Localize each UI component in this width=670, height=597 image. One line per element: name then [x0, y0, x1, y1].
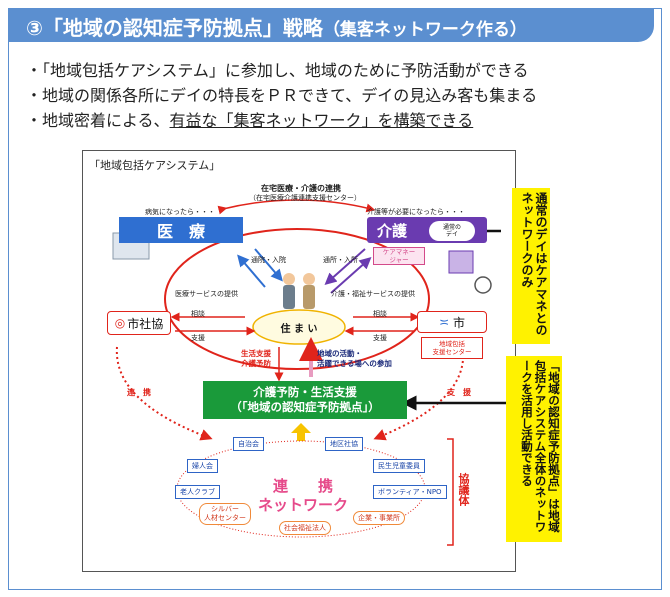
- bullet-3: ・地域密着による、有益な「集客ネットワーク」を構築できる: [26, 108, 537, 133]
- center-box: 介護予防・生活支援 （「地域の認知症予防拠点」）: [203, 381, 407, 419]
- top-subtitle: （在宅医療介護連携支援センター）: [249, 194, 361, 202]
- net-volunteer: ボランティア・NPO: [373, 485, 447, 499]
- tsujo-day-bubble: 通常の デイ: [429, 221, 475, 241]
- care-system-ellipse: [164, 228, 430, 370]
- net-chikushakyo: 地区社協: [325, 437, 363, 451]
- renkei-dotted: [115, 346, 213, 441]
- shi-box: ≍市: [417, 311, 487, 333]
- net-minsei: 民生児童委員: [373, 459, 425, 473]
- katsudo-label: 地域の活動・ 活躍できる場への参加: [317, 349, 392, 368]
- shakyo-label: 市社協: [127, 316, 164, 331]
- diagram-caption: 「地域包括ケアシステム」: [89, 159, 221, 172]
- bullet-list: ・「地域包括ケアシステム」に参加し、地域のために予防活動ができる ・地域の関係各…: [26, 58, 537, 133]
- shakyo-logo-icon: ◎: [114, 316, 126, 330]
- title-bar: [8, 8, 654, 42]
- renkei-label: 連 携: [127, 388, 151, 397]
- shakyo-box: ◎市社協: [107, 311, 171, 335]
- kyogitai-label: 協議体: [457, 473, 470, 506]
- elder-woman-head: [303, 273, 315, 285]
- iryo-arrow-1: [254, 248, 283, 282]
- title-sub: （集客ネットワーク作る）: [322, 20, 527, 40]
- bullet-3-underlined: 有益な「集客ネットワーク」を構築できる: [169, 111, 474, 130]
- tsuin-label: 通院・入院: [251, 256, 286, 264]
- elder-woman-body: [303, 285, 315, 309]
- shien-left: 支援: [191, 334, 205, 342]
- callout-bottom: 「地域の認知症予防拠点」は地域包括ケアシステム全体のネットワークを活用し活動でき…: [506, 356, 562, 542]
- network-title: 連 携 ネットワーク: [257, 477, 348, 514]
- top-title: 在宅医療・介護の連携: [261, 184, 341, 193]
- iryo-box: 医 療: [119, 217, 243, 243]
- caremanager-box: ケアマネー ジャー: [373, 247, 425, 265]
- diagram-frame: 「地域包括ケアシステム」 在宅医療・介護の連携 （在宅医療介護連携支援センター）…: [82, 150, 516, 572]
- wheelchair-icon: [474, 276, 492, 294]
- net-shakaifukushi: 社会福祉法人: [279, 521, 331, 535]
- sodan-left: 相談: [191, 310, 205, 318]
- bullet-3-plain: ・地域密着による、: [26, 111, 170, 130]
- sodan-right: 相談: [373, 310, 387, 318]
- net-rojin: 老人クラブ: [175, 485, 220, 499]
- title-main: ③「地域の認知症予防拠点」戦略: [26, 16, 323, 40]
- care-needed-label: 介護等が必要になったら・・・: [367, 208, 465, 216]
- callout-top: 通常のデイはケアマネとのネットワークのみ: [512, 188, 550, 344]
- sumai-label: 住 ま い: [280, 323, 318, 335]
- net-kigyo: 企業・事業所: [353, 511, 405, 525]
- seikatsu-label: 生活支援 介護予防: [241, 349, 271, 368]
- elder-man-body: [283, 285, 295, 309]
- kyogitai-bracket: [447, 438, 454, 546]
- net-silver: シルバー 人材センター: [199, 503, 251, 525]
- shien-dotted: [373, 350, 465, 441]
- care-facility-icon: [448, 250, 474, 274]
- net-jichikai: 自治会: [233, 437, 264, 451]
- up-arrow: [291, 423, 311, 443]
- bullet-2: ・地域の関係各所にデイの特長をＰＲできて、デイの見込み客も集まる: [26, 86, 538, 105]
- kaigo-label: 介護: [377, 221, 408, 240]
- chiiki-center-box: 地域包括 支援センター: [421, 337, 483, 359]
- shi-label: 市: [453, 315, 466, 330]
- kaigo-service-label: 介護・福祉サービスの提供: [331, 290, 415, 298]
- kaigo-arrow-2: [330, 257, 372, 294]
- kaigo-arrow-1: [324, 248, 366, 285]
- shien-right: 支援: [373, 334, 387, 342]
- slide-title: ③「地域の認知症予防拠点」戦略（集客ネットワーク作る）: [26, 12, 527, 41]
- net-fujinkai: 婦人会: [187, 459, 218, 473]
- shien-label: 支 援: [447, 388, 471, 397]
- renkei-arrow: [217, 199, 376, 215]
- elder-man-head: [283, 273, 295, 285]
- tsusho-label: 通所・入所: [323, 256, 358, 264]
- iryo-arrow-2: [237, 254, 266, 288]
- sick-label: 病気になったら・・・: [145, 208, 215, 216]
- bullet-1: ・「地域包括ケアシステム」に参加し、地域のために予防活動ができる: [26, 61, 529, 80]
- iryo-service-label: 医療サービスの提供: [175, 290, 238, 298]
- shi-logo-icon: ≍: [438, 315, 450, 329]
